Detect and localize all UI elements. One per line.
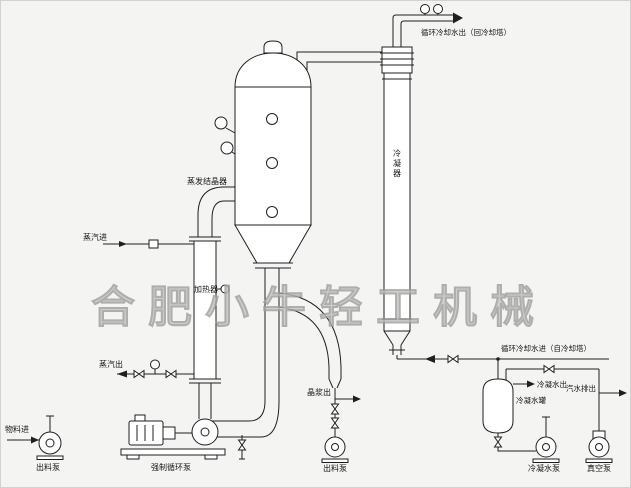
heater-pump-line [198,383,212,419]
evaporator-dome [234,52,312,88]
cooling-water-in-line [383,330,609,360]
label-material-in: 物料进 [5,424,29,434]
heater-flanges [189,236,221,384]
heater-elbow-pipe [197,186,235,237]
instrument-stems [225,127,236,155]
pump-suction-elbow [212,400,280,438]
label-condensate-out: 冷凝水出 [537,379,567,389]
flow-arrow-icon [425,355,435,363]
label-cooling-water-in: 循环冷却水进（自冷却塔） [501,343,591,353]
label-heater: 加热器 [194,284,218,294]
flow-arrow-icon [619,389,627,397]
slurry-discharge-pipe [278,292,353,437]
condenser-shell [383,72,411,332]
steam-out-line [117,369,194,375]
label-cooling-water-out: 循环冷却水出（回冷却塔） [421,27,511,37]
coupling-icon [162,426,176,440]
downcomer-pipe [264,268,280,401]
pump-hub-icon [45,438,55,448]
motor-icon [128,420,164,446]
sight-glass-icon [266,157,278,169]
instrument-gauge-icon [220,141,234,155]
pump-hub-icon [542,443,550,451]
pump-base [532,458,560,463]
gauge-icon [433,4,443,14]
label-slurry-out: 晶浆出 [307,387,331,397]
pump-hub-icon [595,443,603,451]
label-discharge-pump-left: 出料泵 [36,462,60,472]
condensate-pump-unit [532,436,560,463]
label-condenser: 冷凝器 [393,148,402,179]
evaporator-bottom-flange [253,262,293,269]
discharge-pump-mid-unit [321,436,349,463]
instrument-gauge-icon [214,116,228,130]
label-steam-water-out: 汽水排出 [566,383,596,393]
flow-arrow-icon [31,436,39,444]
watermark-text: 合肥小牛轻工机械 [91,282,547,333]
motor-cap [134,414,146,422]
motor-fins [136,425,154,441]
pump-hub-icon [200,427,210,437]
flow-arrow-icon [117,370,127,378]
condenser-header-flanges [380,52,414,66]
condensate-tank-shell [482,378,514,434]
evaporator-top-cap [263,40,283,54]
instrument-gauge-icon [220,284,230,294]
forced-circulation-pump-unit [120,414,226,460]
sight-glass-icon [266,113,278,125]
label-condensate-tank: 冷凝水罐 [516,395,546,405]
flow-arrow-icon [119,241,127,247]
discharge-pump-left-unit [36,431,64,460]
base-foot [204,454,218,460]
pump-hub-icon [331,443,339,451]
pipe-junction-dot [496,357,500,361]
vacuum-pump-unit [585,430,613,463]
condenser-flanges [382,78,412,320]
flow-arrows [31,12,627,444]
base-foot [126,454,140,460]
steam-trap-gauge-icon [150,359,160,370]
label-vacuum-pump: 真空泵 [587,463,611,473]
label-forced-circulation-pump: 强制循环泵 [151,462,191,472]
label-discharge-pump-mid: 出料泵 [323,463,347,473]
pump-base [120,448,226,456]
heater-unit [148,236,230,384]
sight-glass-icon [266,206,278,218]
condenser-column [380,4,443,332]
label-steam-out: 蒸汽出 [99,359,123,369]
condensate-pump-lines [497,383,550,452]
condensate-tank-vessel [482,378,514,434]
label-evaporator: 蒸发结晶器 [187,176,227,186]
cooling-water-out-line [392,14,453,47]
evaporator-vessel [214,40,312,269]
pump-base [36,455,64,460]
condenser-header [381,46,413,74]
flow-arrow-icon [453,12,463,24]
label-condensate-pump: 冷凝水泵 [528,463,560,473]
flow-arrow-icon [527,380,535,388]
steam-in-fitting [148,239,159,249]
pump-base [321,458,349,463]
label-steam-in: 蒸汽进 [83,232,107,242]
flow-arrow-icon [353,395,361,403]
evaporator-body [234,86,312,226]
gauge-icon [420,4,430,14]
pump-base [585,458,613,463]
